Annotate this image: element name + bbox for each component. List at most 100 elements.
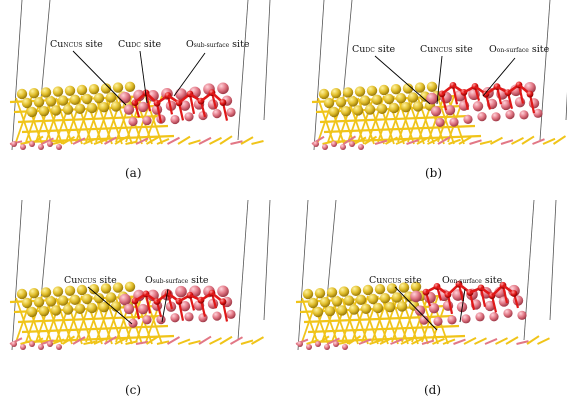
- gold-bond: [17, 114, 163, 124]
- gold-atoms: [313, 81, 443, 150]
- gold-bond: [397, 95, 415, 143]
- cu-atom: [170, 313, 180, 323]
- lower-bond: [363, 135, 378, 145]
- au-atom: [398, 282, 410, 293]
- panel-d: CuNCUS site Oon-surface site (d): [295, 199, 557, 397]
- lower-bond: [306, 339, 319, 345]
- cell-line: [237, 199, 249, 341]
- gold-bond: [387, 95, 405, 143]
- au-atom: [105, 292, 117, 303]
- annotation-b-2: CuNCUS site: [420, 44, 473, 55]
- lower-bond: [156, 340, 170, 345]
- gold-bond: [437, 95, 455, 143]
- au-atom: [105, 92, 117, 103]
- lower-bond: [479, 140, 493, 145]
- au-atom: [40, 287, 52, 298]
- lower-bond: [240, 339, 254, 345]
- annotation-b-3: Oon-surface site: [489, 44, 550, 55]
- cu-atom: [475, 312, 485, 322]
- cu-atom-small: [11, 341, 17, 347]
- cu-atom: [133, 89, 145, 102]
- lower-bond: [51, 140, 65, 145]
- au-atom: [88, 84, 100, 95]
- au-atom: [74, 103, 86, 114]
- cu-atom-small: [324, 344, 330, 350]
- lower-bond: [526, 335, 540, 345]
- au-atom: [331, 296, 343, 307]
- cu-atom: [226, 309, 236, 319]
- au-atom: [426, 81, 438, 92]
- gold-bond: [85, 295, 103, 343]
- cu-atom: [137, 101, 149, 113]
- au-atom: [318, 88, 330, 100]
- cu-atom: [198, 110, 208, 121]
- cu-atom: [477, 112, 487, 122]
- panel-b: CuDC site CuNCUS site Oon-surface site (…: [311, 0, 567, 180]
- lower-bond: [198, 136, 212, 145]
- lower-bond: [495, 337, 508, 345]
- lower-bond: [421, 339, 435, 345]
- cu-atom: [147, 90, 159, 102]
- au-atom: [347, 96, 359, 107]
- au-atom: [395, 93, 407, 104]
- cu-atom-small: [358, 144, 364, 150]
- au-atom: [326, 287, 338, 298]
- leader-line-d-2: [459, 288, 466, 323]
- au-atom: [76, 284, 88, 296]
- au-atom: [45, 296, 57, 307]
- au-atom: [328, 106, 340, 118]
- cell-line: [539, 0, 551, 141]
- au-atom: [343, 295, 355, 306]
- au-atom: [74, 303, 86, 314]
- lower-bond: [83, 340, 96, 345]
- au-atom: [372, 302, 384, 314]
- au-atom: [374, 284, 386, 295]
- cu-atom: [198, 313, 208, 323]
- au-atom: [386, 283, 398, 294]
- lower-bond: [51, 338, 65, 345]
- lower-bond: [490, 136, 503, 145]
- lower-bond: [41, 339, 54, 345]
- cu-atom-small: [333, 341, 339, 347]
- lower-bond: [532, 138, 545, 145]
- cu-atom: [142, 315, 152, 325]
- gold-bond: [17, 314, 163, 324]
- lower-bond: [369, 339, 382, 345]
- caption-d: (d): [424, 383, 441, 397]
- au-atom: [100, 83, 112, 94]
- lower-bond: [209, 136, 222, 145]
- lower-bond: [511, 137, 524, 145]
- lower-bond: [337, 340, 351, 345]
- lower-bond: [114, 336, 128, 345]
- gold-atoms: [297, 281, 427, 350]
- cu-atom-small: [56, 144, 62, 150]
- cu-atom: [179, 301, 191, 312]
- au-atom: [28, 88, 40, 99]
- au-atom: [362, 284, 374, 296]
- slab-c: [9, 199, 271, 351]
- cu-atom-small: [47, 341, 53, 347]
- au-atom: [86, 102, 98, 114]
- au-atom: [81, 93, 93, 105]
- au-atom: [364, 104, 376, 115]
- lower-bond: [342, 135, 357, 145]
- cu-atom: [175, 285, 187, 298]
- cu-atom-small: [331, 141, 337, 147]
- annotation-a-3: Osub-surface site: [186, 39, 250, 50]
- cu-atom: [119, 293, 131, 306]
- cell-line: [313, 0, 325, 151]
- caption-c: (c): [125, 383, 141, 397]
- cell-line: [237, 0, 249, 141]
- lower-bond: [406, 139, 419, 145]
- lower-bond: [230, 140, 243, 145]
- cu-atom-small: [29, 341, 35, 347]
- gold-bond-network: [311, 94, 567, 145]
- lower-bond: [390, 338, 403, 345]
- leader-line-a-2: [139, 50, 148, 104]
- cu-atom: [503, 308, 513, 318]
- au-atom: [307, 297, 319, 309]
- leader-line-b-3: [482, 57, 516, 97]
- au-atom: [86, 302, 98, 314]
- au-atom: [350, 285, 362, 296]
- leader-line-b-1: [374, 55, 431, 105]
